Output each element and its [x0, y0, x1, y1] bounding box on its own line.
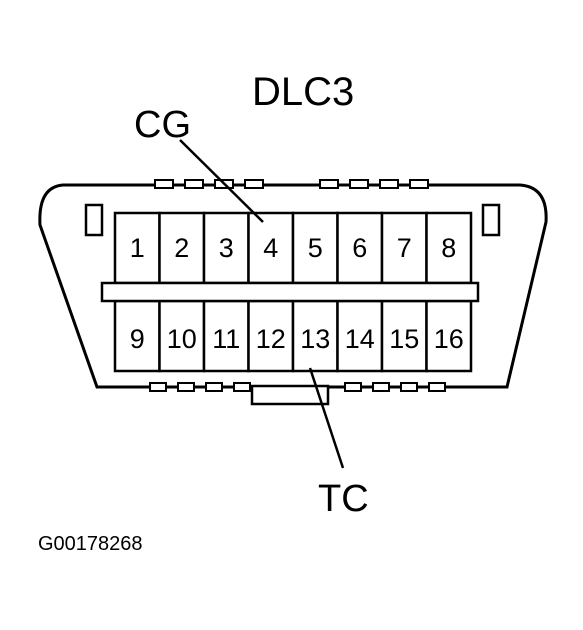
image-code: G00178268	[38, 533, 143, 555]
cg-leader-line	[179, 139, 264, 223]
bottom-notches	[149, 382, 446, 392]
pin-cell-9	[113, 299, 161, 373]
pin-number-1: 1	[130, 233, 145, 263]
pin-number-4: 4	[263, 233, 278, 263]
pin-cell-14	[336, 299, 384, 373]
diagram-title: DLC3	[252, 70, 355, 114]
pin-number-2: 2	[174, 233, 189, 263]
pin-number-3: 3	[219, 233, 234, 263]
left-latch-slot	[84, 203, 104, 237]
pin-number-9: 9	[130, 324, 145, 354]
pin-cell-16	[425, 299, 473, 373]
cg-label: CG	[134, 104, 191, 146]
pin-number-11: 11	[212, 324, 240, 354]
pin-number-6: 6	[352, 233, 367, 263]
pin-number-15: 15	[389, 324, 419, 354]
pin-number-12: 12	[256, 324, 286, 354]
connector-body-outline	[38, 183, 548, 389]
pin-cell-6	[336, 211, 384, 285]
pin-number-5: 5	[308, 233, 323, 263]
pin-number-10: 10	[167, 324, 197, 354]
pin-number-14: 14	[345, 324, 375, 354]
pin-number-13: 13	[300, 324, 330, 354]
pin-number-16: 16	[434, 324, 464, 354]
bottom-key-tab	[250, 384, 330, 406]
pin-cell-15	[380, 299, 428, 373]
center-separator-bar	[100, 281, 480, 303]
right-latch-slot	[481, 203, 501, 237]
pin-cell-7	[380, 211, 428, 285]
pin-cells	[113, 211, 473, 373]
tc-leader-line	[308, 367, 345, 469]
tc-label: TC	[318, 478, 369, 520]
pin-number-7: 7	[397, 233, 412, 263]
pin-number-8: 8	[441, 233, 456, 263]
